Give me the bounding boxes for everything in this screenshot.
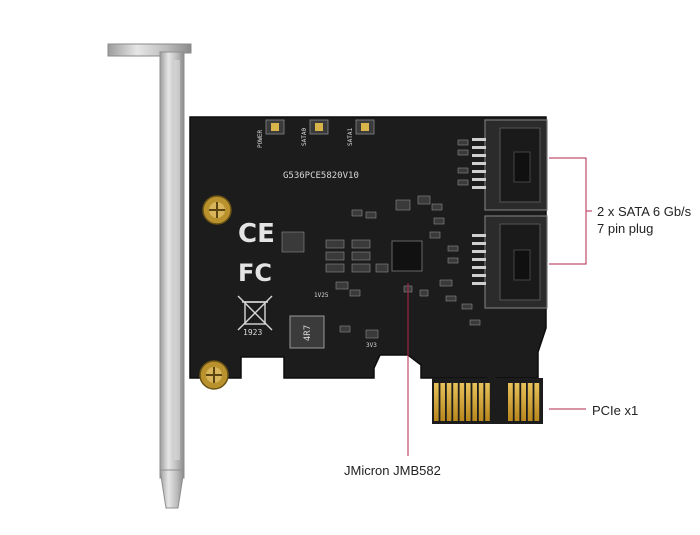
- smd-component: [457, 179, 469, 186]
- gold-finger: [466, 383, 471, 421]
- weee-bin-icon: [237, 295, 273, 331]
- pcie-gold-fingers: [434, 383, 540, 421]
- sata-pin: [472, 186, 486, 189]
- smd-component: [351, 209, 363, 217]
- smd-component: [365, 329, 379, 339]
- gold-finger: [434, 383, 439, 421]
- smd-component: [351, 239, 371, 249]
- status-leds: [265, 119, 375, 135]
- gold-finger: [478, 383, 484, 421]
- gold-finger: [527, 383, 533, 421]
- smd-component: [339, 325, 351, 333]
- smd-component: [461, 303, 473, 310]
- smd-component: [419, 289, 429, 297]
- smd-component: [431, 203, 443, 211]
- smd-component: [445, 295, 457, 302]
- smd-component: [469, 319, 481, 326]
- ce-mark: CE: [238, 219, 275, 249]
- sata-pin: [472, 266, 486, 269]
- led-label-sata1: SATA1: [347, 128, 354, 146]
- smd-component: [281, 231, 305, 253]
- smd-component: [439, 279, 453, 287]
- jmicron-controller-chip: [391, 240, 423, 272]
- gold-finger: [453, 383, 458, 421]
- sata-callout: 2 x SATA 6 Gb/s 7 pin plug: [597, 203, 691, 237]
- smd-component: [447, 257, 459, 264]
- silk-1v25: 1V25: [314, 292, 329, 299]
- smd-component: [351, 251, 371, 261]
- sata-callout-line2: 7 pin plug: [597, 221, 654, 236]
- fc-mark: FC: [238, 259, 272, 287]
- smd-component: [325, 239, 345, 249]
- sata-pin: [472, 282, 486, 285]
- sata-pin: [472, 138, 486, 141]
- gold-finger: [534, 383, 540, 421]
- smd-component: [335, 281, 349, 290]
- mount-screw: [202, 195, 232, 225]
- callout-lines: [407, 157, 592, 456]
- smd-component: [375, 263, 389, 273]
- gold-finger: [459, 383, 465, 421]
- sata-pin: [472, 274, 486, 277]
- sata-pin: [472, 170, 486, 173]
- led-label-sata0: SATA0: [301, 128, 308, 146]
- inductor-value: 4R7: [303, 325, 313, 341]
- gold-finger: [521, 383, 526, 421]
- smd-component: [457, 139, 469, 146]
- smd-component: [325, 251, 345, 261]
- sata-callout-line1: 2 x SATA 6 Gb/s: [597, 204, 692, 219]
- metal-bracket: [107, 43, 192, 509]
- sata-pin: [472, 178, 486, 181]
- smd-component: [365, 211, 377, 219]
- gold-finger: [485, 383, 490, 421]
- sata-pin: [472, 154, 486, 157]
- sata-pins: [472, 138, 486, 285]
- smd-component: [351, 263, 371, 273]
- sata-connector-top: [484, 119, 548, 211]
- sata-pin: [472, 146, 486, 149]
- chip-callout: JMicron JMB582: [344, 463, 441, 478]
- components: [281, 139, 481, 339]
- sata-pin: [472, 234, 486, 237]
- smd-component: [429, 231, 441, 239]
- smd-component: [325, 263, 345, 273]
- sata-pin: [472, 258, 486, 261]
- gold-finger: [508, 383, 513, 421]
- smd-component: [457, 167, 469, 174]
- sata-pin: [472, 250, 486, 253]
- mount-screw: [199, 360, 229, 390]
- gold-finger: [514, 383, 520, 421]
- smd-component: [447, 245, 459, 252]
- smd-component: [395, 199, 411, 211]
- smd-component: [433, 217, 445, 225]
- sata-pin: [472, 242, 486, 245]
- date-code: 1923: [243, 328, 262, 337]
- board-marking: G536PCE5820V10: [283, 171, 359, 181]
- inductor: 4R7: [289, 315, 325, 349]
- pcie-callout: PCIe x1: [592, 403, 639, 418]
- gold-finger: [446, 383, 452, 421]
- smd-component: [457, 149, 469, 156]
- led-label-power: POWER: [257, 130, 264, 148]
- sata-connector-bottom: [484, 215, 548, 309]
- smd-component: [349, 289, 361, 297]
- gold-finger: [440, 383, 445, 421]
- silk-3v3: 3V3: [366, 342, 377, 349]
- sata-pin: [472, 162, 486, 165]
- smd-component: [417, 195, 431, 205]
- gold-finger: [472, 383, 477, 421]
